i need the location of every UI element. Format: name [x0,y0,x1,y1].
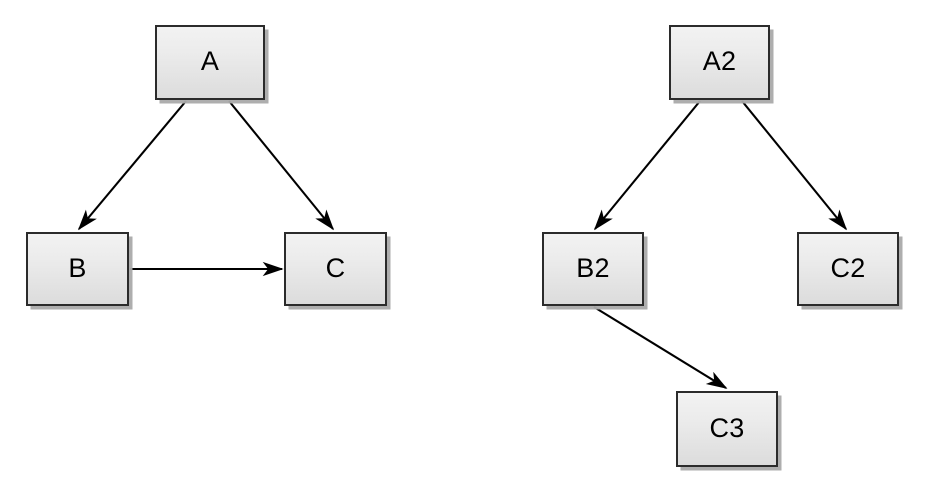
edges-group [77,100,848,389]
node-b-label: B [68,252,87,283]
edge-a-b[interactable] [77,100,187,231]
edge-a-c[interactable] [228,100,335,231]
node-a-label: A [200,46,220,76]
node-c-label: C [325,252,346,283]
node-b2[interactable]: B2 [542,232,644,306]
edge-b2-c3[interactable] [593,306,728,389]
node-a2-label: A2 [702,46,737,76]
edge-a2-c2[interactable] [741,100,848,231]
node-c2-label: C2 [830,252,866,283]
node-b[interactable]: B [26,232,129,306]
edge-a2-b2[interactable] [593,100,701,231]
node-a2[interactable]: A2 [669,25,770,100]
node-b2-label: B2 [576,252,610,283]
node-c[interactable]: C [284,232,387,306]
node-c3[interactable]: C3 [676,391,778,467]
node-c3-label: C3 [709,412,745,443]
node-c2[interactable]: C2 [797,232,899,306]
node-a[interactable]: A [155,25,265,100]
